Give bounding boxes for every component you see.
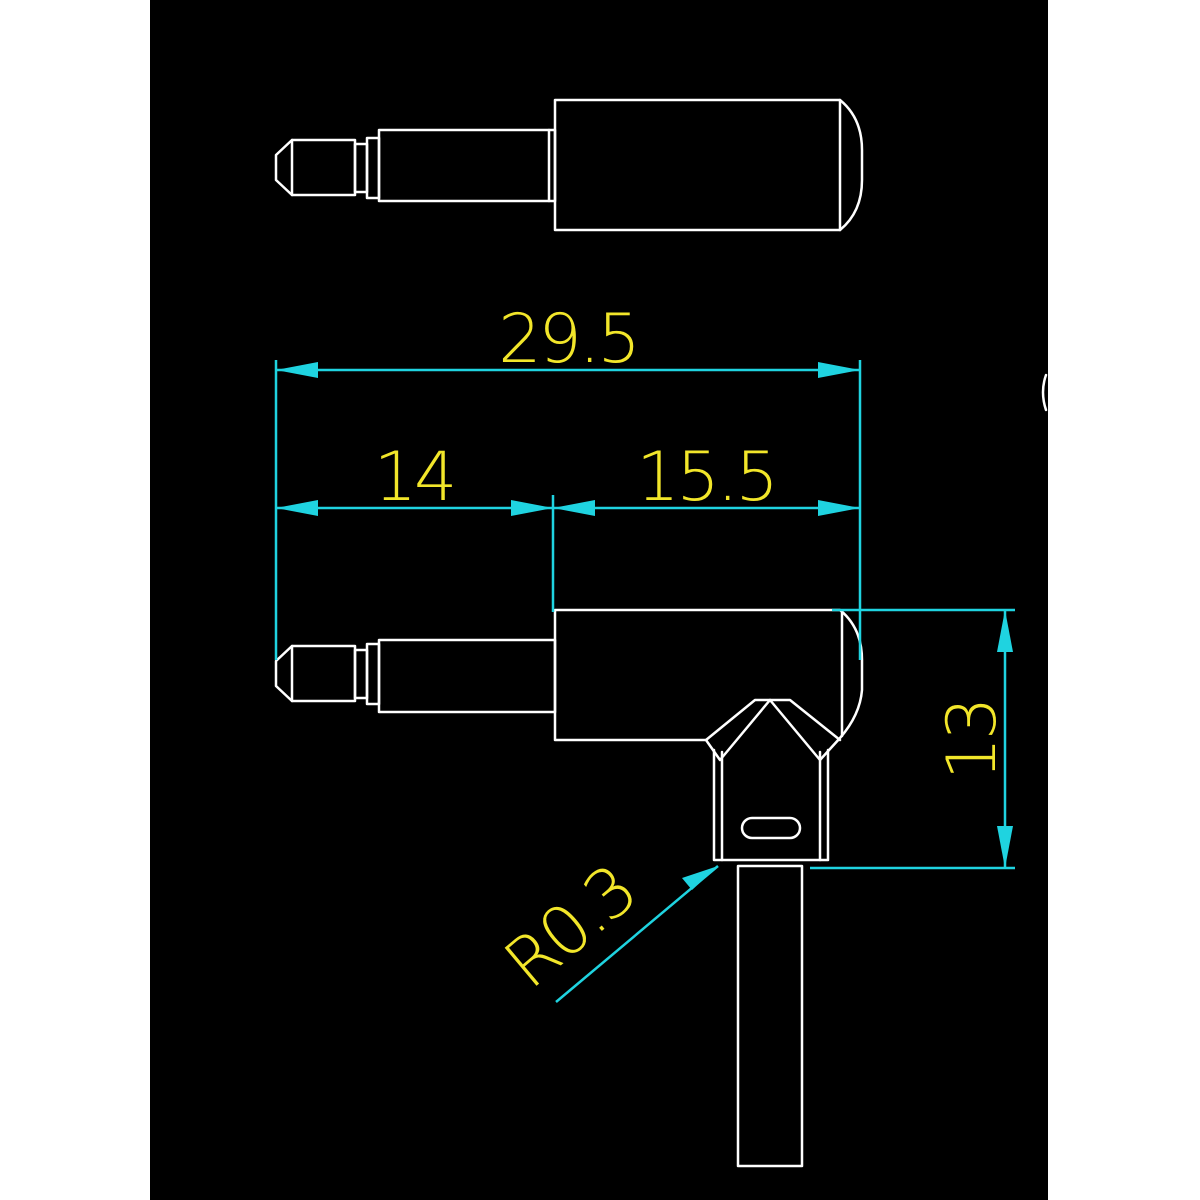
drawing-background <box>150 0 1048 1200</box>
top-plug-body <box>553 98 864 232</box>
bottom-plug-slot <box>740 816 802 840</box>
bottom-view-plug <box>274 608 864 1168</box>
dim-label-height: 13 <box>933 700 1012 781</box>
arrow-radius <box>682 866 718 890</box>
bottom-plug-cable <box>736 864 804 1168</box>
dim-label-overall: 29.5 <box>498 300 637 379</box>
dim-label-tip: 14 <box>374 438 455 517</box>
arrow-tip-left <box>276 500 318 516</box>
arrow-tip-right <box>511 500 553 516</box>
bottom-plug-neck-bevel <box>704 698 842 742</box>
arrow-overall-left <box>276 362 318 378</box>
arrow-height-bottom <box>997 826 1013 868</box>
bottom-plug-body <box>553 608 864 762</box>
arrow-body-left <box>553 500 595 516</box>
dimension-lines <box>274 360 1015 1003</box>
dim-label-body: 15.5 <box>636 438 775 517</box>
edge-mark <box>1041 373 1048 412</box>
arrow-height-top <box>997 610 1013 652</box>
top-view-plug <box>274 98 864 232</box>
arrow-body-right <box>818 500 860 516</box>
arrow-overall-right <box>818 362 860 378</box>
bottom-plug-neck <box>712 748 830 862</box>
